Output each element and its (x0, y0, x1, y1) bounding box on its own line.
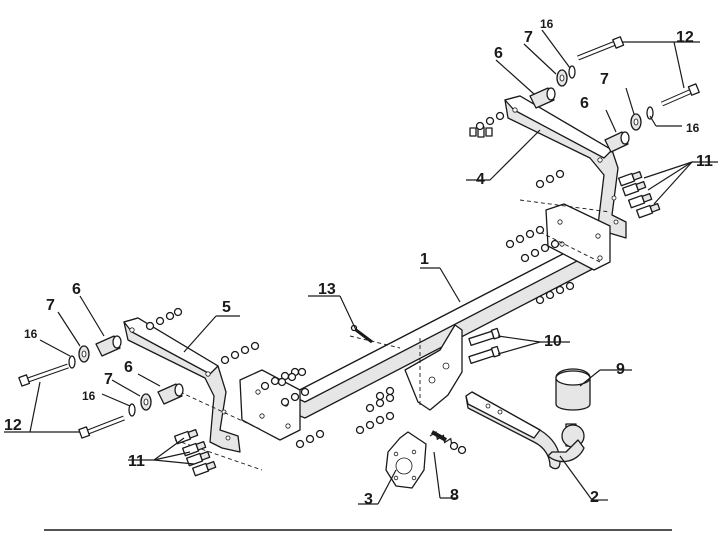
callout-1: 1 (420, 251, 429, 268)
spring-bolt (429, 430, 467, 455)
washer-16-left-b (128, 403, 136, 417)
callout-16-top-b: 16 (686, 121, 700, 135)
spacer-6-left-a (95, 335, 122, 357)
callout-3: 3 (364, 491, 373, 508)
fastener-stacks (145, 111, 575, 449)
callout-7-left-b: 7 (104, 371, 113, 388)
washer-16-top-a (568, 65, 576, 79)
main-crossbar (239, 203, 611, 441)
callout-9: 9 (616, 361, 625, 378)
bolt-12-left-a (18, 363, 69, 387)
bolt-12-top-a (577, 36, 625, 61)
spacer-6-top-a (529, 87, 556, 109)
callout-4: 4 (476, 171, 485, 188)
callout-10: 10 (544, 333, 562, 350)
alignment-lines (174, 199, 611, 471)
washer-16-top-b (646, 106, 654, 120)
washer-7-top-a (556, 69, 568, 87)
washer-7-top-b (630, 113, 642, 131)
callout-2: 2 (590, 489, 599, 506)
callout-12-left: 12 (4, 417, 22, 434)
bolts-10 (468, 327, 501, 364)
callout-8: 8 (450, 487, 459, 504)
callout-7-left-a: 7 (46, 297, 55, 314)
callout-6-top-a: 6 (494, 45, 503, 62)
left-side-bracket (123, 317, 241, 453)
callout-5: 5 (222, 299, 231, 316)
callout-labels: 1 2 3 4 5 6 6 6 6 7 7 7 7 8 9 10 11 11 1… (4, 17, 713, 508)
tow-neck (465, 391, 585, 470)
callout-13: 13 (318, 281, 336, 298)
callout-16-left-a: 16 (24, 327, 38, 341)
leader-lines (4, 29, 718, 505)
callout-12-top: 12 (676, 29, 694, 46)
callout-11-right: 11 (696, 153, 713, 170)
bolt-12-left-b (78, 415, 125, 439)
callout-11-left: 11 (128, 453, 145, 470)
spacer-6-left-b (157, 383, 184, 405)
bolts-11-right (617, 171, 661, 219)
callout-6-left-a: 6 (72, 281, 81, 298)
callout-7-top-a: 7 (524, 29, 533, 46)
ball-cap (555, 368, 591, 411)
bolt-12-top-b (660, 83, 700, 107)
washer-16-left-a (68, 355, 76, 369)
callout-6-left-b: 6 (124, 359, 133, 376)
washer-7-left-a (78, 345, 90, 363)
callout-7-top-b: 7 (600, 71, 609, 88)
socket-plate (385, 431, 427, 489)
right-side-bracket (504, 95, 627, 239)
callout-16-left-b: 16 (82, 389, 96, 403)
callout-6-top-b: 6 (580, 95, 589, 112)
spacer-6-top-b (604, 131, 630, 153)
callout-16-top-a: 16 (540, 17, 554, 31)
washer-7-left-b (140, 393, 152, 411)
